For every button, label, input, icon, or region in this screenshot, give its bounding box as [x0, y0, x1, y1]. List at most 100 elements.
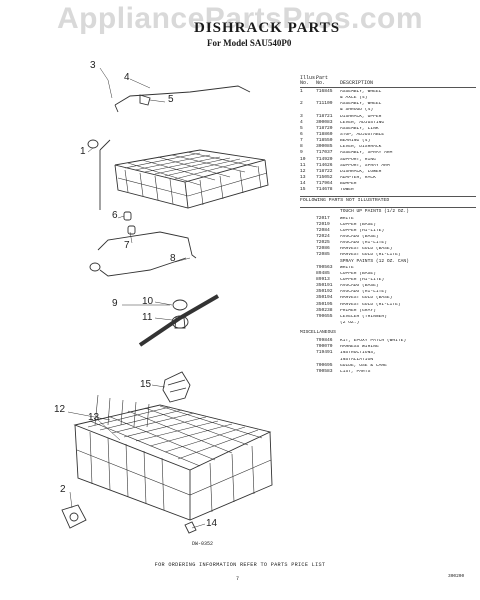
part-number: 350194 [316, 295, 333, 301]
part-description: GUIDE, USE & CARE [340, 363, 387, 368]
part-number: 300085 [316, 144, 333, 150]
part-number: 72084 [316, 227, 330, 233]
part-description: SUPPORT, SPRAY ARM [340, 163, 390, 168]
part-number: 719491 [316, 350, 333, 356]
misc-header: MISCELLANEOUS [300, 330, 336, 336]
callout-15: 15 [140, 379, 152, 390]
callout-8: 8 [170, 253, 176, 264]
part-description: AVOCADO (BASE) [340, 234, 379, 239]
col-illus: Illus. [300, 75, 319, 81]
ordering-footer: FOR ORDERING INFORMATION REFER TO PARTS … [154, 562, 326, 568]
illus-number: 4 [300, 119, 303, 125]
part-number: 790655 [316, 313, 333, 319]
callout-13: 13 [88, 412, 100, 423]
table-row: 72017 WHITE [300, 215, 476, 223]
part-description: HARVEST GOLD (HI-LITE) [340, 253, 401, 258]
part-description: HARVEST GOLD (BASE) [340, 247, 393, 252]
part-description: HARVEST GOLD (HI-LITE) [340, 302, 401, 307]
model-subtitle: For Model SAU540P0 [207, 38, 292, 48]
part-description: KIT, EPOXY PATCH (WHITE) [340, 339, 407, 344]
watermark: AppliancePartsPros.com [56, 2, 424, 35]
part-description: BUMPER [340, 182, 357, 187]
illus-number: 6 [300, 131, 303, 137]
part-description: BEARING (4) [340, 139, 371, 144]
part-number: 718721 [316, 113, 333, 119]
part-number: 716845 [316, 89, 333, 94]
illus-number [300, 253, 316, 259]
part-description: (2 OZ.) [340, 320, 360, 325]
part-number: 72086 [316, 246, 330, 252]
part-description: PRIMER (GRAY) [340, 308, 376, 313]
illus-number: 14 [300, 181, 306, 187]
part-number: 717964 [316, 181, 333, 187]
part-description: COPPER (HI-LITE) [340, 228, 385, 233]
part-number: 718550 [316, 138, 333, 144]
part-number: 799846 [316, 338, 333, 344]
illus-number: 3 [300, 113, 303, 119]
table-row: INSTALLATION [300, 358, 476, 364]
callout-4: 4 [124, 72, 130, 83]
document-code: 300200 [448, 574, 465, 579]
illus-number: 8 [300, 144, 303, 150]
part-description: ASSEMBLY, LINK [340, 126, 379, 131]
callout-14: 14 [206, 518, 218, 529]
not-illustrated-header: FOLLOWING PARTS NOT ILLUSTRATED [300, 198, 390, 204]
callout-9: 9 [112, 298, 118, 309]
part-description: HARVEST GOLD (BASE) [340, 296, 393, 301]
table-row: 14 717964 BUMPER [300, 181, 476, 188]
table-row: 72085 HARVEST GOLD (HI-LITE) [300, 253, 476, 259]
page-number: 7 [236, 576, 240, 582]
part-number: 72017 [316, 215, 330, 221]
part-number: 700695 [316, 362, 333, 368]
part-description: SUPPORT, RING [340, 157, 376, 162]
part-number: 790563 [316, 264, 333, 270]
part-description: TOWER [340, 188, 354, 193]
parts-list-header-top: Illus. Part [300, 76, 476, 81]
illus-number: 2 [300, 101, 303, 107]
part-number: 72025 [316, 240, 330, 246]
part-description: ASSEMBLY, WHEEL [340, 90, 382, 94]
part-number: 718722 [316, 168, 333, 174]
callout-10: 10 [142, 296, 154, 307]
col-description: DESCRIPTION [340, 80, 374, 86]
figure-code: DW-0352 [192, 541, 214, 547]
part-number: 711109 [316, 101, 333, 107]
part-description: LEVER, ADJUSTING [340, 120, 385, 125]
illus-number [300, 370, 316, 376]
part-number: 350192 [316, 289, 333, 295]
part-number: 89485 [316, 270, 330, 276]
part-number: 300083 [316, 119, 333, 125]
part-number: 714920 [316, 156, 333, 162]
part-number: 715052 [316, 174, 333, 180]
table-row: 72086 HARVEST GOLD (BASE) [300, 246, 476, 253]
part-number: 350238 [316, 307, 333, 313]
part-description: WHITE [340, 216, 354, 221]
illus-number: 11 [300, 162, 306, 168]
col-no: No. [300, 80, 310, 86]
part-number: 89913 [316, 276, 330, 282]
exploded-diagram [61, 67, 273, 534]
part-number: 72085 [316, 252, 330, 258]
callout-11: 11 [142, 312, 153, 323]
callout-6: 6 [112, 210, 118, 221]
part-number: 72024 [316, 233, 330, 239]
part-description: ADAPTER, RACK [340, 175, 376, 180]
touch-up-header: TOUCH UP PAINTS (1/2 OZ.) [340, 209, 409, 215]
part-description: COPPER (BASE) [340, 222, 376, 227]
illus-number: 5 [300, 125, 303, 131]
part-description: COPPER (HI-LITE) [340, 277, 385, 282]
